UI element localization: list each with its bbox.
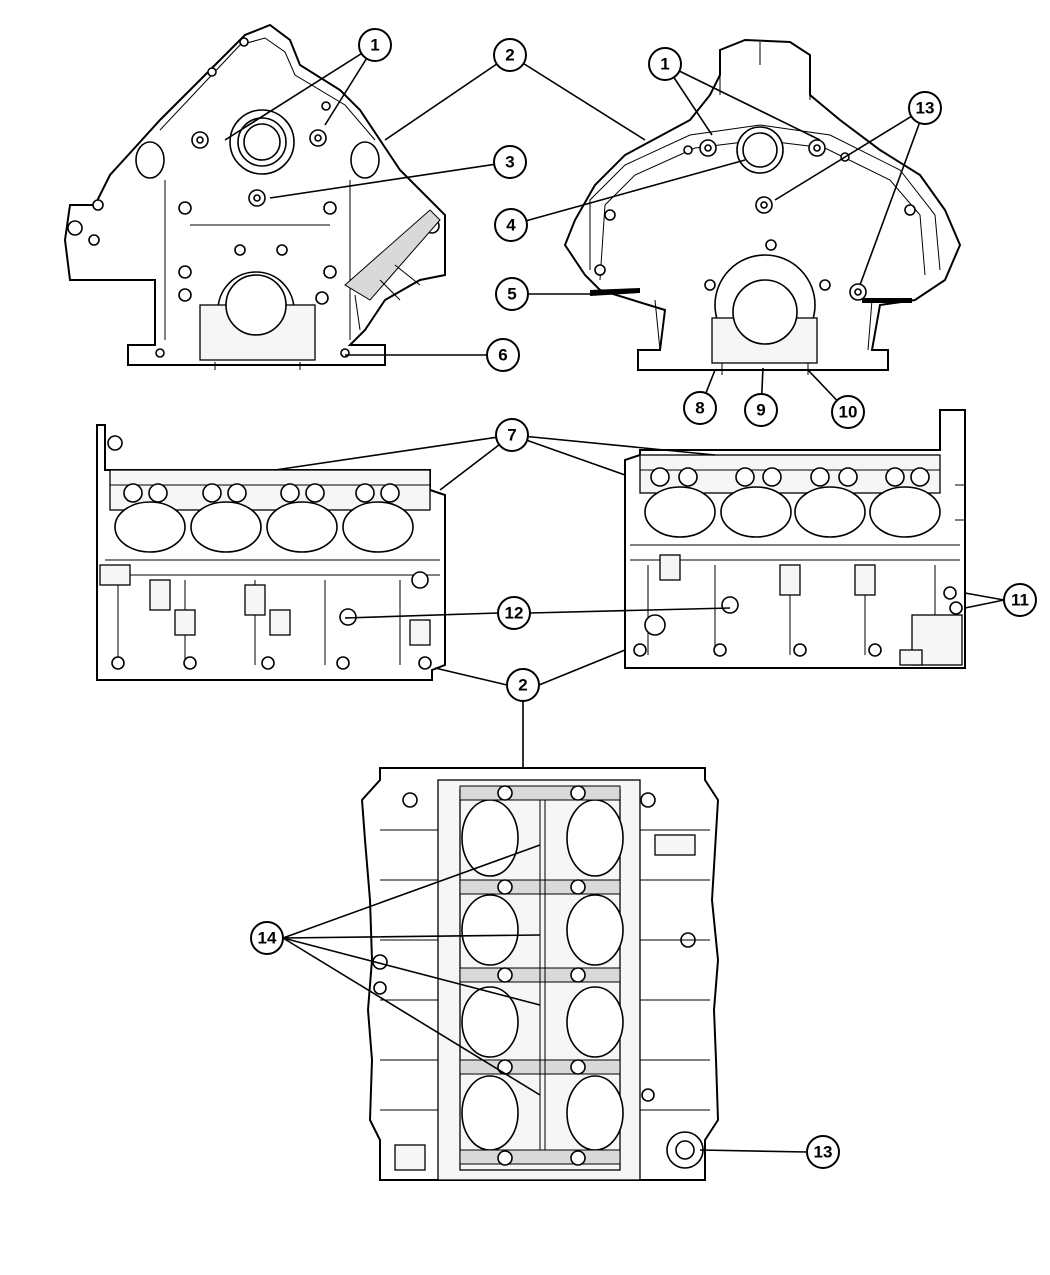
front-view-block [63, 23, 446, 370]
callout-14-label: 14 [258, 929, 277, 948]
rear-view-block [563, 38, 962, 375]
callout-9: 9 [744, 393, 778, 427]
callout-4: 4 [494, 208, 528, 242]
callout-14: 14 [250, 921, 284, 955]
callout-2-top: 2 [493, 38, 527, 72]
callout-13-rear: 13 [908, 91, 942, 125]
left-side-view-block [96, 424, 446, 681]
callout-3: 3 [493, 145, 527, 179]
leader-lines [224, 44, 1005, 1153]
callout-11: 11 [1003, 583, 1037, 617]
callout-13-bottom-label: 13 [814, 1143, 833, 1162]
callout-10-label: 10 [839, 403, 858, 422]
callout-8: 8 [683, 391, 717, 425]
callout-10: 10 [831, 395, 865, 429]
callout-1-rear: 1 [648, 47, 682, 81]
callout-4-label: 4 [506, 216, 516, 235]
callout-6: 6 [486, 338, 520, 372]
callout-12: 12 [497, 596, 531, 630]
callout-8-label: 8 [695, 399, 704, 418]
callout-13-rear-label: 13 [916, 99, 935, 118]
callout-11-label: 11 [1011, 591, 1029, 610]
callout-7: 7 [495, 418, 529, 452]
right-side-view-block [624, 409, 966, 669]
callout-5-label: 5 [507, 285, 516, 304]
callout-5: 5 [495, 277, 529, 311]
callout-2-bottom-label: 2 [518, 676, 527, 695]
callout-1-front: 1 [358, 28, 392, 62]
callout-2-top-label: 2 [505, 46, 514, 65]
callout-2-bottom: 2 [506, 668, 540, 702]
callout-3-label: 3 [505, 153, 514, 172]
callout-6-label: 6 [498, 346, 507, 365]
callout-1-rear-label: 1 [660, 55, 669, 74]
callout-12-label: 12 [505, 604, 524, 623]
callout-1-front-label: 1 [370, 36, 379, 55]
callout-13-bottom: 13 [806, 1135, 840, 1169]
bottom-view-block [360, 767, 720, 1181]
callout-9-label: 9 [756, 401, 765, 420]
callout-7-label: 7 [507, 426, 516, 445]
